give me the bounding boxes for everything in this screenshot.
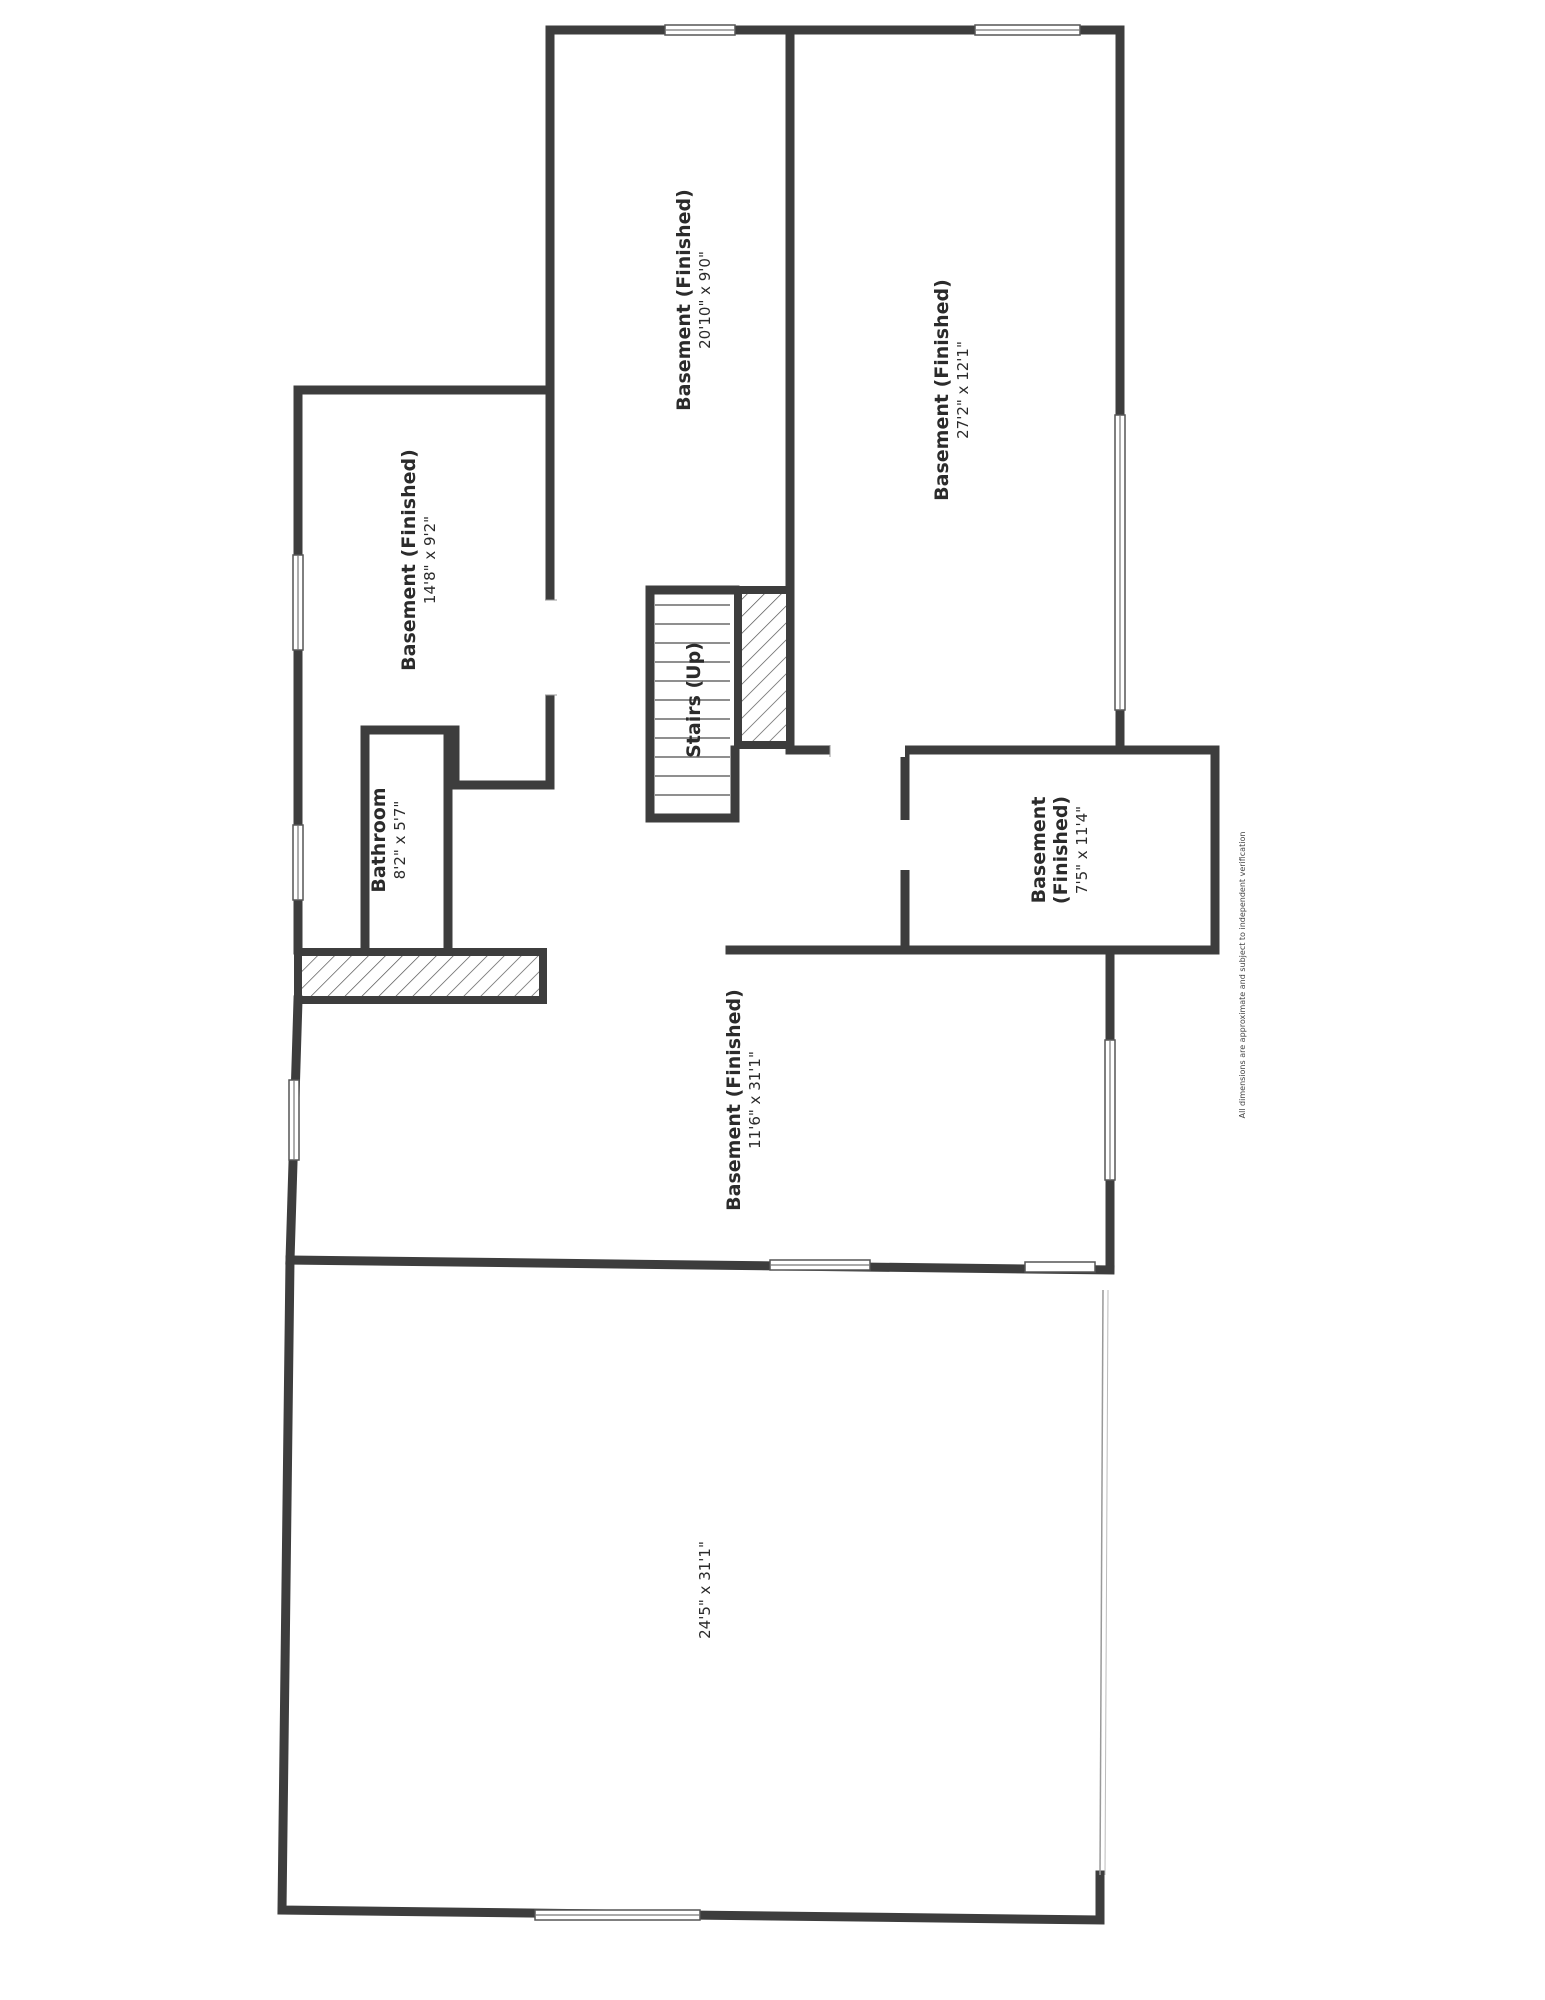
wall-left-room bbox=[293, 385, 555, 955]
room-dims: 20'10" x 9'0" bbox=[696, 251, 714, 349]
label-basement-top-mid: Basement (Finished) 20'10" x 9'0" bbox=[673, 189, 714, 411]
room-dims: 14'8" x 9'2" bbox=[421, 516, 439, 604]
room-name: Basement (Finished) bbox=[673, 189, 695, 411]
garage-door-line-2 bbox=[1104, 1289, 1109, 1876]
wall-garage-top bbox=[285, 1255, 1115, 1275]
room-dims: 11'6" x 31'1" bbox=[746, 1051, 764, 1149]
room-dims: 7'5" x 11'4" bbox=[1073, 806, 1091, 894]
wall-corridor bbox=[725, 945, 1115, 1270]
room-name-line1: Basement bbox=[1028, 797, 1050, 904]
windows bbox=[288, 24, 1126, 1921]
garage-door-line bbox=[1099, 1289, 1104, 1876]
openings bbox=[545, 599, 912, 870]
disclaimer-text: All dimensions are approximate and subje… bbox=[1238, 832, 1247, 1119]
room-dims: 27'2" x 12'1" bbox=[954, 341, 972, 439]
label-basement-top-right: Basement (Finished) 27'2" x 12'1" bbox=[931, 279, 972, 501]
room-dims: 8'2" x 5'7" bbox=[391, 801, 409, 880]
label-stairs: Stairs (Up) bbox=[683, 642, 705, 758]
room-dims: 24'5" x 31'1" bbox=[696, 1541, 714, 1639]
room-name: Basement (Finished) bbox=[398, 449, 420, 671]
stair-treads bbox=[655, 604, 730, 796]
label-basement-center: Basement (Finished) 11'6" x 31'1" bbox=[723, 989, 764, 1211]
hatched-chase-stairs bbox=[734, 586, 794, 749]
disclaimer: All dimensions are approximate and subje… bbox=[1238, 832, 1247, 1119]
room-name: Basement (Finished) bbox=[931, 279, 953, 501]
label-basement-small: Basement (Finished) 7'5" x 11'4" bbox=[1028, 796, 1091, 904]
room-name: Bathroom bbox=[368, 787, 390, 892]
label-bathroom: Bathroom 8'2" x 5'7" bbox=[368, 787, 409, 892]
wall-left-room-lower bbox=[360, 385, 555, 955]
room-name: Stairs (Up) bbox=[683, 642, 705, 758]
label-garage: 24'5" x 31'1" bbox=[696, 1541, 714, 1639]
wall-small-basement bbox=[785, 745, 1220, 955]
hatched-chase-left bbox=[294, 948, 547, 1004]
label-basement-left: Basement (Finished) 14'8" x 9'2" bbox=[398, 449, 439, 671]
room-name-line2: (Finished) bbox=[1050, 796, 1072, 904]
wall-garage bbox=[277, 1255, 1105, 1925]
room-name: Basement (Finished) bbox=[723, 989, 745, 1211]
wall-stairs bbox=[645, 585, 740, 823]
